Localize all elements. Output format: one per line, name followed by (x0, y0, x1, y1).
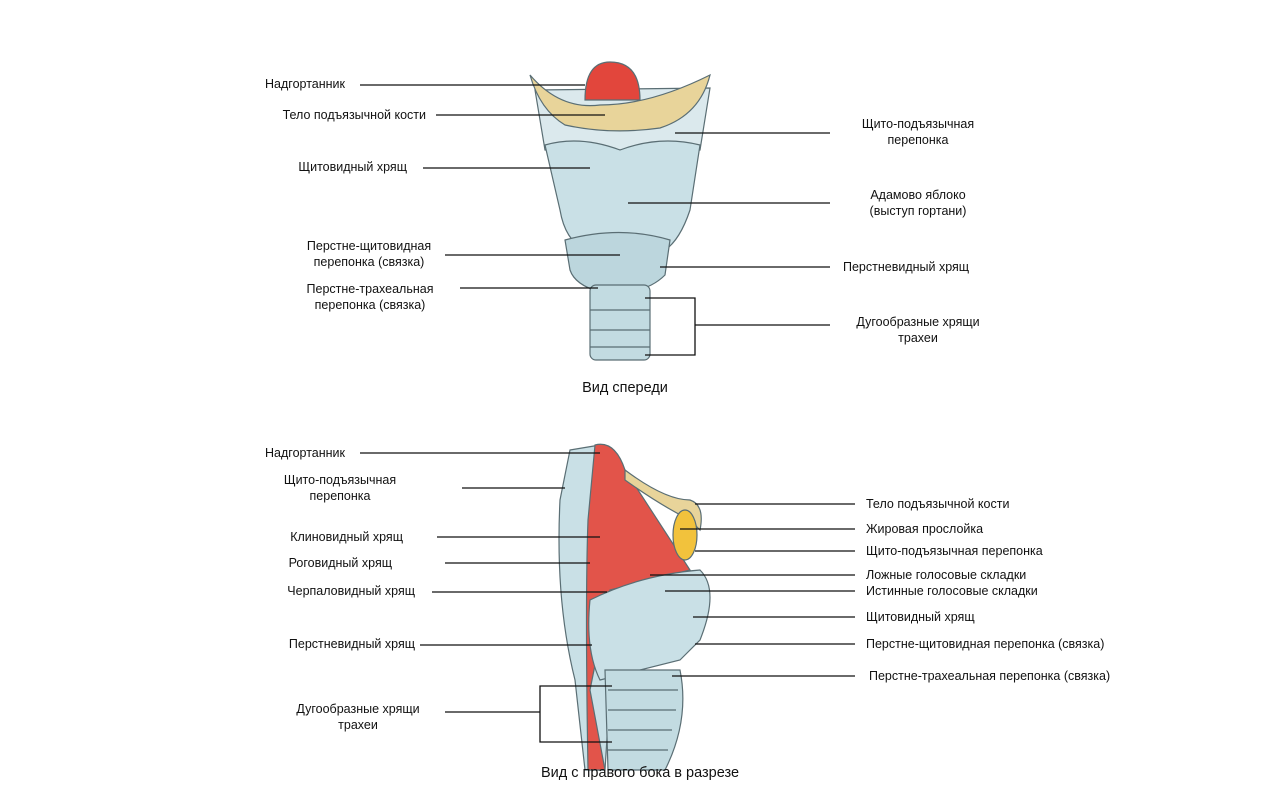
label-fat-pad: Жировая прослойка (866, 522, 984, 536)
label-thyrohyoid-side-right: Щито-подъязычная перепонка (866, 544, 1043, 558)
label-false-vocal-folds: Ложные голосовые складки (866, 568, 1027, 582)
hyoid-bone (529, 73, 711, 132)
muscle-layer (585, 443, 691, 771)
label-tracheal-rings: Дугообразные хрящи трахеи (856, 315, 980, 345)
epiglottis (584, 61, 641, 101)
label-tracheal-rings-side: Дугообразные хрящи трахеи (296, 702, 420, 732)
label-adams-apple: Адамово яблоко (выступ гортани) (869, 188, 967, 218)
caption-front-view: Вид спереди (582, 380, 668, 396)
label-cricotracheal-side: Перстне-трахеальная перепонка (связка) (869, 669, 1111, 683)
label-thyrohyoid-membrane-side: Щито-подъязычная перепонка (283, 473, 397, 503)
label-cuneiform-cartilage: Клиновидный хрящ (290, 530, 403, 544)
label-epiglottis: Надгортанник (265, 77, 345, 91)
side-larynx-illustration (558, 443, 711, 771)
label-epiglottis-side: Надгортанник (265, 446, 345, 460)
label-hyoid-body: Тело подъязычной кости (282, 108, 426, 122)
label-thyroid-cartilage: Щитовидный хрящ (298, 160, 407, 174)
label-cricoid-side: Перстневидный хрящ (288, 637, 415, 651)
label-arytenoid-cartilage: Черпаловидный хрящ (287, 584, 415, 598)
trachea-front (589, 284, 651, 361)
label-cricothyroid-membrane: Перстне-щитовидная перепонка (связка) (306, 239, 432, 269)
label-hyoid-body-side: Тело подъязычной кости (866, 497, 1010, 511)
label-thyroid-side: Щитовидный хрящ (866, 610, 975, 624)
label-true-vocal-folds: Истинные голосовые складки (866, 584, 1038, 598)
leader-lines (360, 84, 855, 743)
label-cricotracheal-membrane: Перстне-трахеальная перепонка (связка) (306, 282, 434, 312)
label-corniculate-cartilage: Роговидный хрящ (288, 556, 392, 570)
fat-pad (672, 509, 698, 561)
label-thyrohyoid-membrane: Щито-подъязычная перепонка (861, 117, 975, 147)
label-cricoid-cartilage: Перстневидный хрящ (843, 260, 970, 274)
front-larynx-illustration (529, 61, 711, 361)
label-cricothyroid-side: Перстне-щитовидная перепонка (связка) (866, 637, 1105, 651)
thyroid-side (588, 569, 711, 681)
cricoid-cartilage (564, 231, 671, 293)
trachea-side (604, 669, 684, 771)
caption-side-view: Вид с правого бока в разрезе (540, 765, 740, 781)
